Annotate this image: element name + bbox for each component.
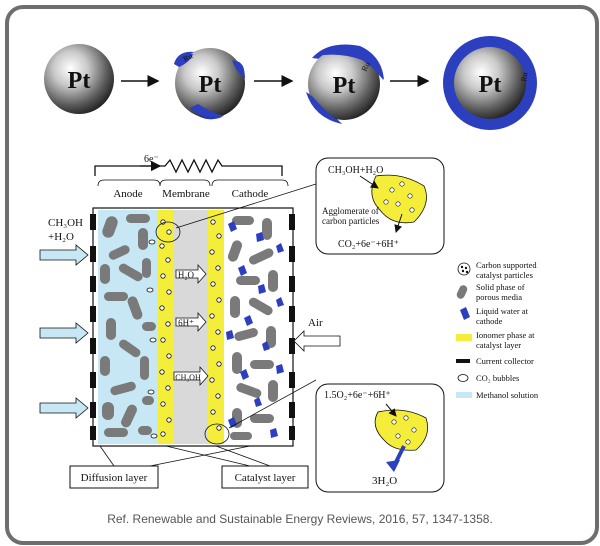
air-arrow: [293, 330, 341, 352]
ru-label: Ru: [519, 72, 529, 83]
anode-porous-solids: [100, 214, 156, 437]
ru-label: Ru: [360, 61, 372, 73]
legend-label: CO₂ bubbles: [476, 373, 519, 383]
ionomer-icon: [456, 334, 472, 341]
pt-label: Pt: [479, 72, 502, 98]
legend-label: Methanol solution: [476, 390, 539, 400]
resistor-wire: [94, 158, 283, 176]
legend-label: Solid phase of: [476, 282, 525, 292]
legend-label: porous media: [476, 292, 522, 302]
region-headers: Anode Membrane Cathode: [97, 179, 289, 200]
inlet-label-line2: +H₂O: [48, 231, 74, 243]
inlet-arrow: [39, 322, 89, 344]
cathode-liquid-water: [226, 221, 284, 438]
anode-zoom-circle: [155, 221, 181, 243]
pt-particle-3: Ru Pt: [306, 44, 384, 124]
cathode-callout: 1.5O₂+6e⁻+6H⁺ 3H₂O: [228, 379, 445, 493]
air-label: Air: [308, 317, 323, 329]
legend-label: catalyst particles: [476, 270, 533, 280]
membrane-tag-protons: 6H⁺: [178, 318, 194, 328]
anode-header: Anode: [113, 188, 142, 200]
solid-phase-icon: [456, 285, 468, 299]
diffusion-layer-label: Diffusion layer: [81, 472, 148, 484]
legend-label: Ionomer phase at: [476, 330, 535, 340]
co2-bubbles: [146, 239, 158, 439]
pt-label: Pt: [68, 68, 91, 94]
inlet-label-line1: CH₃OH: [48, 217, 83, 229]
methanol-inlet: CH₃OH +H₂O: [39, 217, 89, 419]
cathode-porous-solids: [227, 216, 278, 440]
pt-particle-1: [44, 44, 114, 114]
legend-label: Liquid water at: [476, 306, 529, 316]
air-inlet: Air: [293, 317, 341, 352]
agglomerate-label: Agglomerate of: [322, 206, 379, 216]
legend-label: Carbon supported: [476, 260, 537, 270]
anode-catalyst-layer: [158, 210, 174, 444]
cathode-zoom-circle: [204, 423, 230, 445]
pt-label: Pt: [333, 73, 356, 99]
legend-label: cathode: [476, 316, 503, 326]
fuel-cell: Anode Membrane Cathode H₂O 6H⁺ CH₃OH: [90, 179, 295, 447]
pt-sequence: Pt Ru Pt Ru Pt: [44, 36, 537, 130]
current-collector-icon: [456, 359, 470, 363]
anode-callout: CH₃OH+H₂O Agglomerate of carbon particle…: [175, 157, 445, 255]
ru-label: Ru: [182, 51, 195, 63]
agglomerate-label-2: carbon particles: [322, 216, 380, 226]
legend: Carbon supported catalyst particles Soli…: [456, 260, 539, 400]
carbon-particle-icon: [457, 262, 471, 276]
current-collectors: [90, 214, 295, 440]
membrane-tag-methanol: CH₃OH: [175, 373, 201, 382]
catalyst-layer-label: Catalyst layer: [235, 472, 296, 484]
membrane-tag-water: H₂O: [178, 270, 195, 280]
cathode-callout-reactants: 1.5O₂+6e⁻+6H⁺: [324, 390, 391, 401]
inlet-arrow: [39, 244, 89, 266]
methanol-solution-icon: [456, 392, 472, 398]
cathode-catalyst-layer: [208, 210, 224, 444]
anode-callout-products: CO₂+6e⁻+6H⁺: [338, 239, 399, 250]
anode-callout-reactants: CH₃OH+H₂O: [328, 165, 383, 176]
co2-bubble-icon: [457, 374, 469, 382]
electron-label: 6e⁻: [144, 154, 159, 165]
cathode-header: Cathode: [232, 188, 269, 200]
catalyst-particles: [159, 219, 222, 437]
reference-citation: Ref. Renewable and Sustainable Energy Re…: [107, 512, 493, 526]
membrane-header: Membrane: [162, 188, 210, 200]
legend-label: Current collector: [476, 356, 534, 366]
inlet-arrow: [39, 397, 89, 419]
pt-particle-2: Ru Pt: [174, 48, 245, 120]
cathode-callout-product: 3H₂O: [372, 475, 397, 487]
liquid-water-icon: [460, 307, 470, 320]
external-circuit: 6e⁻: [94, 154, 283, 176]
membrane: [174, 210, 208, 444]
pt-label: Pt: [199, 72, 222, 98]
bottom-labels: Diffusion layer Catalyst layer: [69, 445, 309, 489]
pt-particle-4: Ru Pt: [443, 36, 537, 130]
legend-label: catalyst layer: [476, 340, 521, 350]
membrane-tags: H₂O 6H⁺ CH₃OH: [173, 263, 209, 387]
